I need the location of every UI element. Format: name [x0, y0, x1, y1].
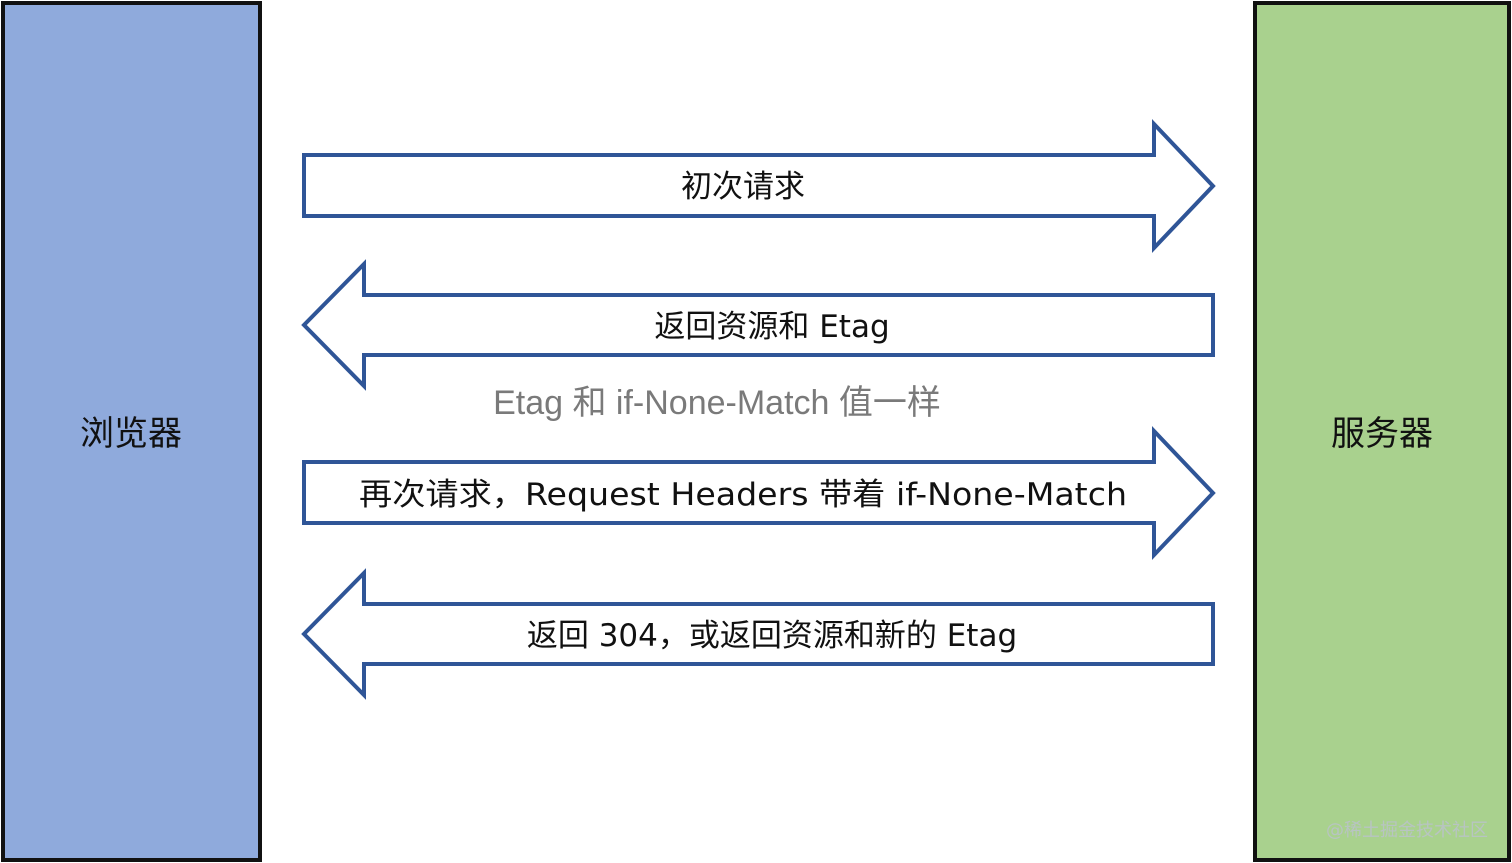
server-label: 服务器 — [1331, 414, 1433, 454]
return-304-arrow — [301, 568, 1215, 700]
browser-label: 浏览器 — [80, 414, 182, 454]
return-304-label: 返回 304，或返回资源和新的 Etag — [527, 618, 1017, 654]
repeat-request-label: 再次请求，Request Headers 带着 if-None-Match — [359, 477, 1127, 513]
server-box — [1253, 1, 1511, 862]
watermark: @稀土掘金技术社区 — [1326, 820, 1488, 841]
return-resource-etag-arrow — [301, 259, 1215, 391]
return-resource-etag-label: 返回资源和 Etag — [654, 309, 889, 345]
initial-request-label: 初次请求 — [681, 169, 805, 205]
etag-match-note: Etag 和 if-None-Match 值一样 — [493, 384, 941, 422]
repeat-request-arrow — [302, 425, 1216, 561]
initial-request-arrow — [302, 118, 1216, 254]
browser-box — [1, 1, 262, 862]
